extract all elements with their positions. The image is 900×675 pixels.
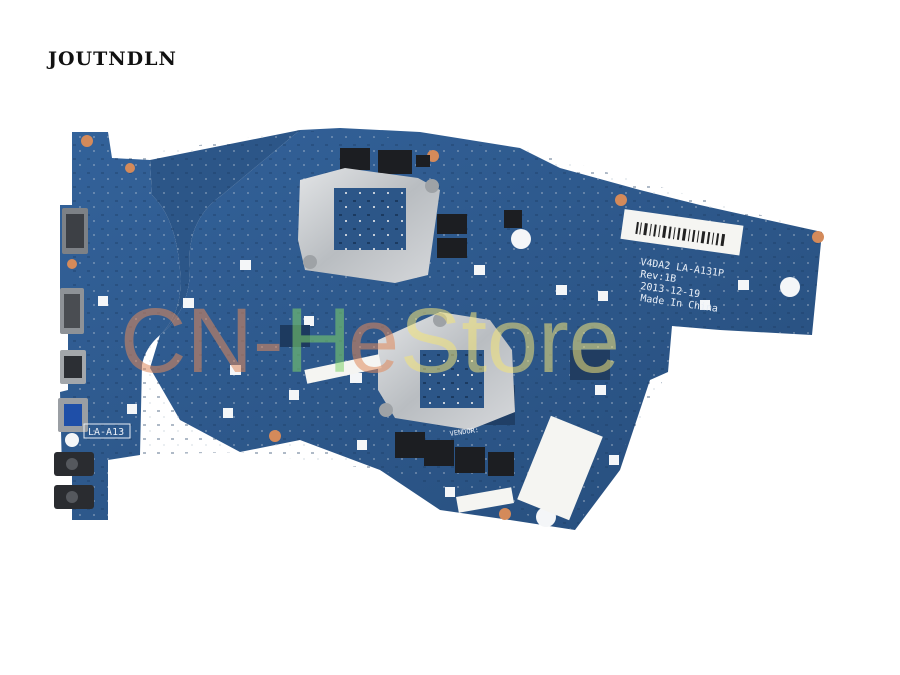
gpu-heatsink <box>298 168 440 283</box>
watermark-part-cn: CN- <box>120 290 284 392</box>
left-board-label: LA-A13 <box>88 427 124 438</box>
board-rev-label: Rev:1B <box>640 269 677 285</box>
cpu-heatsink <box>378 312 515 430</box>
barcode-sticker-middle <box>304 354 382 384</box>
mounting-holes <box>65 229 800 527</box>
barcode-sticker-top <box>620 209 744 256</box>
watermark-part-h: H <box>285 290 351 392</box>
screw-pads <box>67 135 824 520</box>
side-ports <box>54 208 94 509</box>
watermark-part-store: Store <box>400 290 620 392</box>
left-label-box <box>83 423 131 439</box>
store-watermark: CN- H e Store <box>120 290 620 392</box>
watermark-part-e: e <box>348 290 399 392</box>
brand-logo-text: JOUTNDLN <box>48 48 177 70</box>
small-sticker <box>456 487 514 513</box>
barcode-sticker-bottom <box>517 415 603 521</box>
